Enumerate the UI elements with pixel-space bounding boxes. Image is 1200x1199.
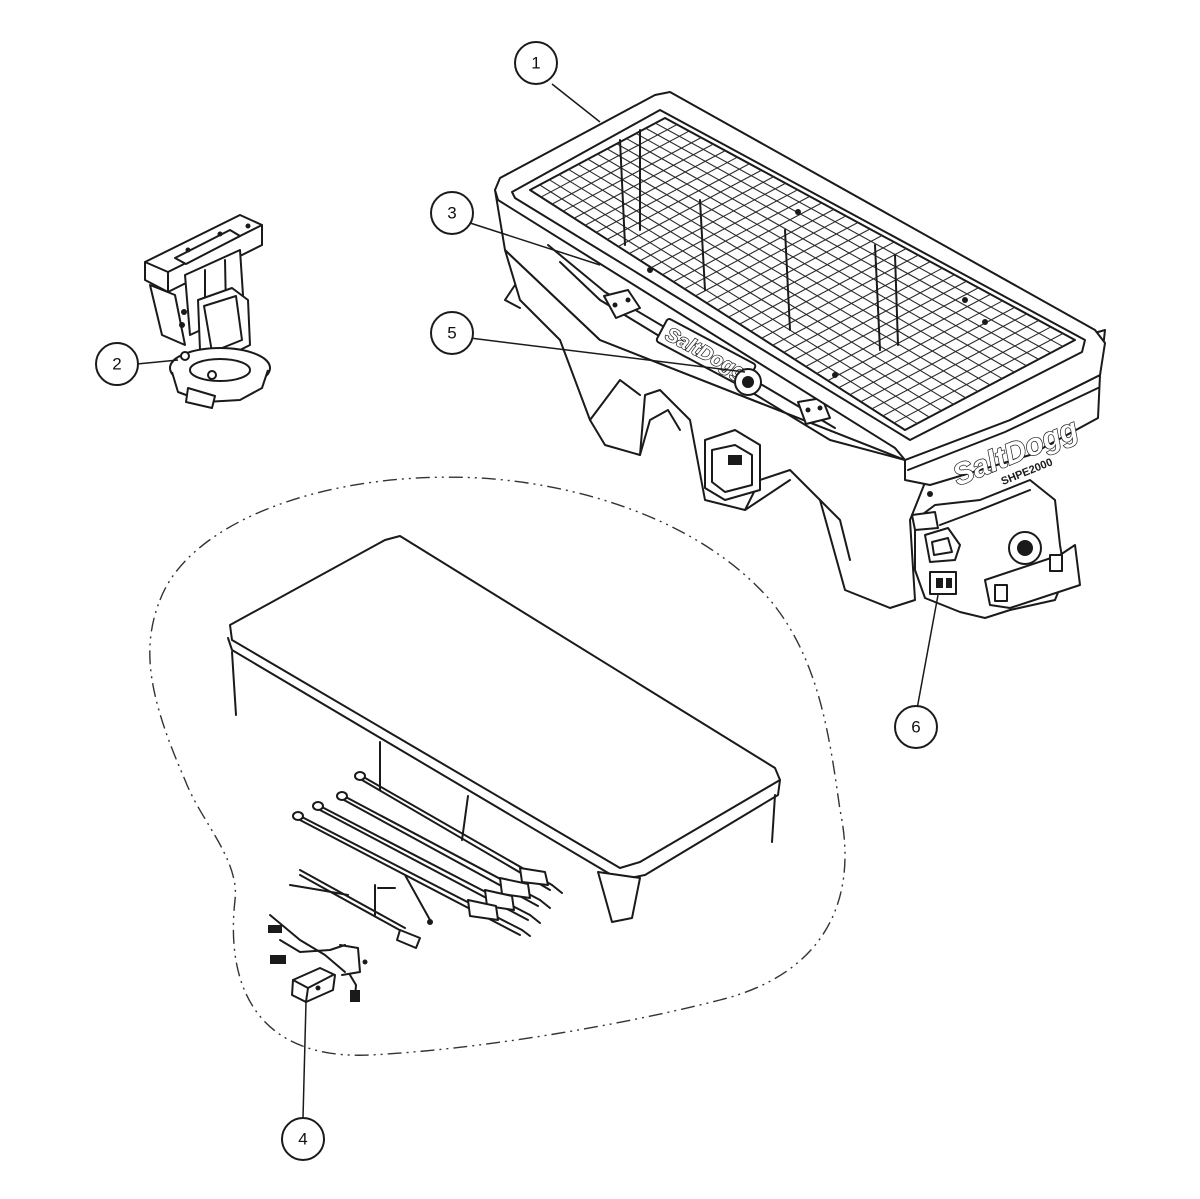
leader-lines — [136, 83, 939, 1119]
spreader-hopper: SaltDogg SaltDogg SHPE2000 — [494, 91, 1106, 609]
svg-text:4: 4 — [298, 1130, 307, 1149]
screen-wire — [626, 138, 1027, 367]
screen-wire — [587, 158, 979, 392]
wiring-harness — [268, 869, 433, 1003]
svg-text:6: 6 — [911, 718, 920, 737]
screen-wire — [577, 163, 966, 399]
callout-2: 2 — [95, 342, 139, 386]
hopper-screen-grid — [529, 117, 1076, 431]
callout-3: 3 — [430, 191, 474, 235]
screen-wire — [616, 143, 1015, 373]
svg-text:1: 1 — [531, 54, 540, 73]
spinner-chute-assembly — [144, 214, 271, 409]
screen-wire — [606, 148, 1003, 380]
svg-text:2: 2 — [112, 355, 121, 374]
callout-6: 6 — [894, 705, 938, 749]
screen-wire — [597, 153, 991, 386]
screen-wire — [635, 132, 1039, 360]
screen-wire — [645, 127, 1051, 354]
spinner-motor-housing — [911, 479, 1081, 619]
callout-5: 5 — [430, 311, 474, 355]
callout-4: 4 — [281, 1117, 325, 1161]
accessory-kit-group — [149, 476, 846, 1056]
outlet-latch-icon — [728, 455, 742, 465]
hopper-tarp — [227, 535, 781, 923]
kit-phantom-outline — [149, 476, 846, 1056]
screen-wire — [548, 179, 930, 418]
screen-wire — [568, 168, 954, 405]
callout-1: 1 — [514, 41, 558, 85]
screen-wire — [539, 184, 918, 425]
svg-text:3: 3 — [447, 204, 456, 223]
svg-text:5: 5 — [447, 324, 456, 343]
ratchet-straps — [292, 771, 563, 937]
screen-wire — [655, 122, 1064, 347]
